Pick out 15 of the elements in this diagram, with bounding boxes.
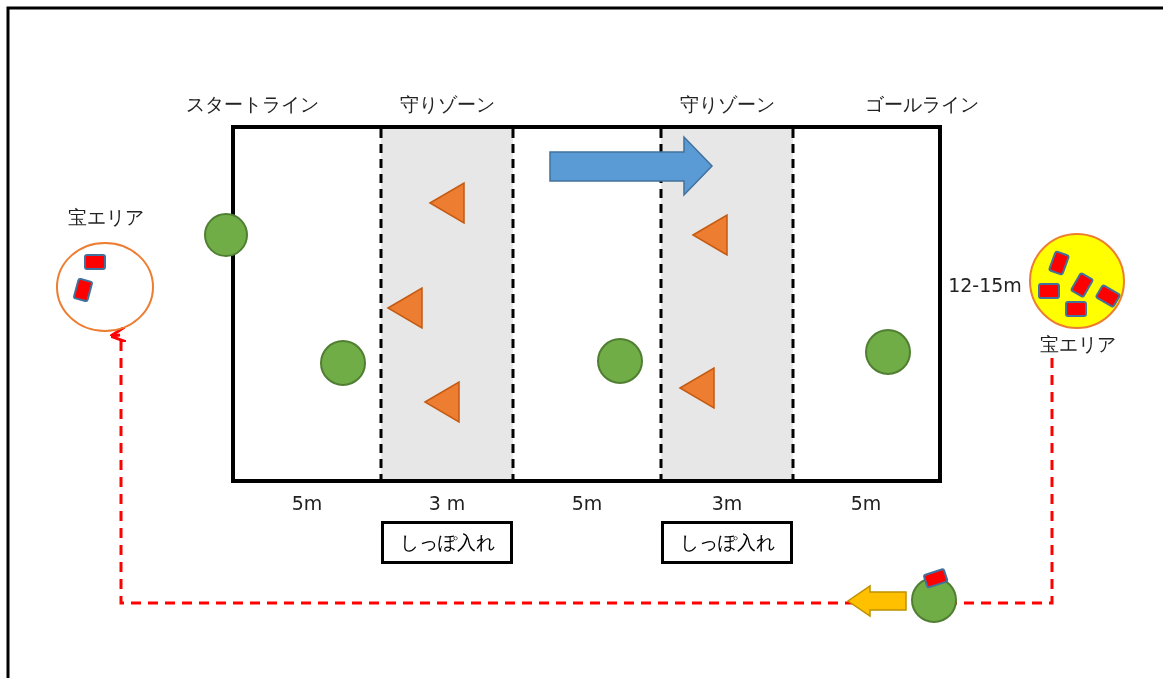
zone-label: 守りゾーン [679,92,775,117]
area-label: 宝エリア [1040,332,1116,357]
area-label: 宝エリア [68,205,144,230]
zone-label: スタートライン [185,92,319,117]
distance-label: 5m [850,492,882,514]
distance-label: 5m [291,492,323,514]
dimension-label: 12-15m [948,274,1022,296]
tail-box: しっぽ入れ [661,521,793,564]
distance-label: 5m [571,492,603,514]
tail-box: しっぽ入れ [381,521,513,564]
dashed-arrow [109,325,1054,605]
distance-label: 3 m [428,492,466,514]
zone-label: ゴールライン [865,92,979,117]
zone-label: 守りゾーン [399,92,495,117]
distance-label: 3m [711,492,743,514]
